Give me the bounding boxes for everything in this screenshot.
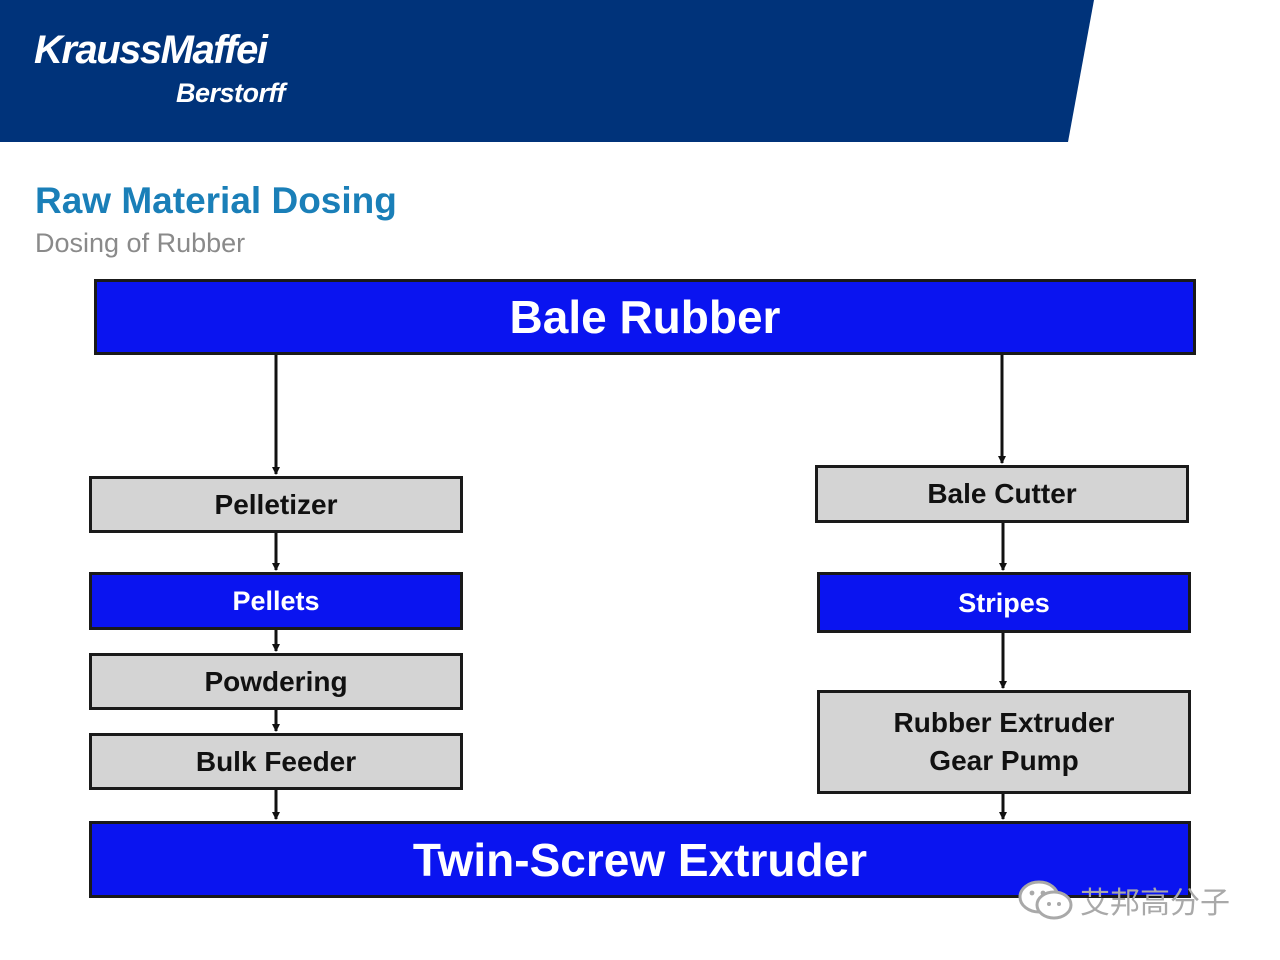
node-bulk-feeder-label: Bulk Feeder [195,745,357,777]
node-pellets: Pellets [89,572,463,630]
node-gear-pump-label: Gear Pump [929,745,1079,776]
node-rubber-extruder-label: Rubber Extruder [893,707,1115,738]
node-bale-cutter-label: Bale Cutter [927,478,1077,509]
node-rubber-extruder-gear-pump: Rubber Extruder Gear Pump [817,690,1191,794]
node-pellets-label: Pellets [232,586,320,616]
node-powdering-label: Powdering [204,665,348,697]
node-pelletizer-label: Pelletizer [214,488,338,520]
brand-logo: KraussMaffei [34,28,268,72]
node-bale-cutter: Bale Cutter [815,465,1189,523]
brand-subline: Berstorff [176,78,286,108]
watermark: 艾邦高分子 [1018,878,1230,922]
node-bulk-feeder: Bulk Feeder [89,733,463,790]
node-twin-screw-extruder: Twin-Screw Extruder [89,821,1191,898]
node-bale-rubber: Bale Rubber [94,279,1196,355]
watermark-text: 艾邦高分子 [1080,886,1230,921]
node-pelletizer: Pelletizer [89,476,463,533]
node-twin-screw-extruder-label: Twin-Screw Extruder [412,833,868,886]
node-stripes: Stripes [817,572,1191,633]
node-powdering: Powdering [89,653,463,710]
page-title: Raw Material Dosing [35,180,397,221]
wechat-icon [1018,880,1073,920]
page-subtitle: Dosing of Rubber [35,228,246,258]
node-bale-rubber-label: Bale Rubber [509,291,781,343]
node-stripes-label: Stripes [958,587,1050,618]
header-band [0,0,1094,142]
